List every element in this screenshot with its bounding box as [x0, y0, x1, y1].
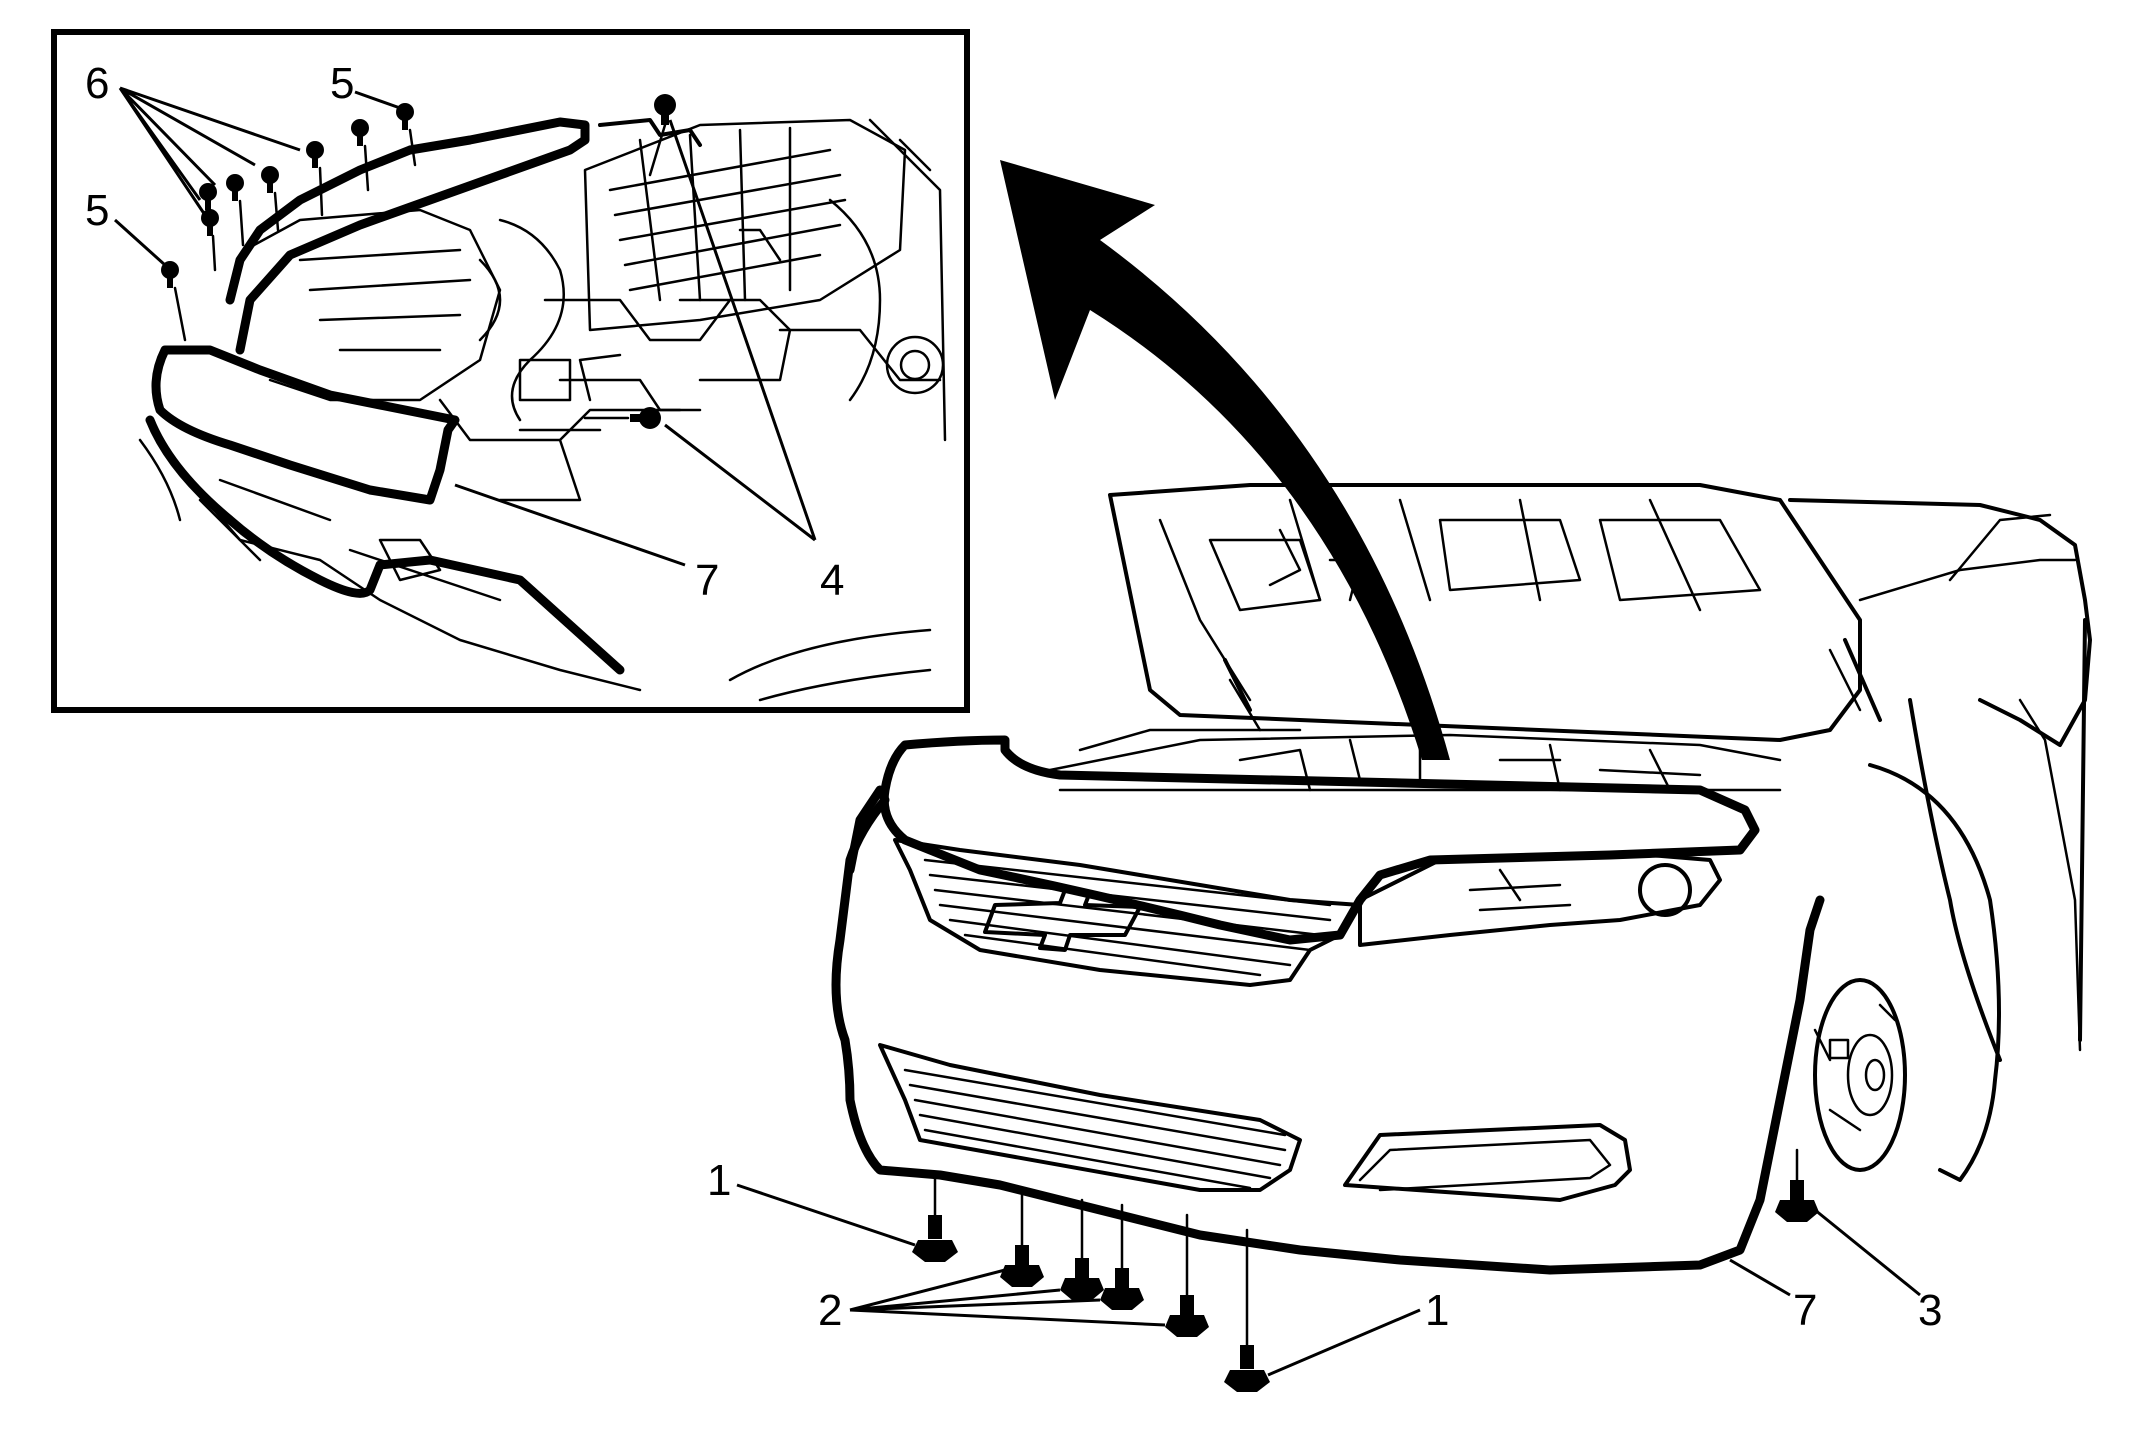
headlamp — [1358, 853, 1722, 947]
main-callout-1-bottom: 1 — [1425, 1286, 1449, 1335]
main-callout-1-left: 1 — [707, 1156, 731, 1205]
inset-callout-7: 7 — [695, 556, 719, 605]
push-pin-retainer-icon — [261, 166, 279, 193]
push-pin-retainer-icon — [396, 103, 414, 130]
inset-callout-4: 4 — [820, 556, 844, 605]
removal-direction-arrow-icon — [1000, 160, 1450, 760]
main-drop-lines — [933, 1148, 1799, 1347]
fog-lamp — [1343, 1123, 1632, 1202]
main-fasteners — [912, 1180, 1819, 1392]
push-pin-retainer-icon — [199, 183, 217, 210]
main-callout-7: 7 — [1793, 1286, 1817, 1335]
bolt-icon — [1224, 1345, 1270, 1392]
push-pin-retainer-icon — [351, 119, 369, 146]
inset-frame — [51, 29, 970, 713]
inset-callouts: 6 5 5 7 4 — [85, 59, 844, 605]
inset-upper-fascia — [151, 345, 460, 505]
vehicle-body — [1048, 483, 2092, 1182]
inset-drop-lines — [173, 123, 667, 420]
wheel-hub — [1813, 978, 1907, 1172]
push-pin-retainer-icon — [306, 141, 324, 168]
inset-fasteners — [161, 94, 676, 429]
inset-callout-5-left: 5 — [85, 186, 109, 235]
bolt-icon — [1775, 1180, 1819, 1222]
bowtie-emblem-icon — [983, 888, 1142, 952]
bolt-icon — [1165, 1295, 1209, 1337]
main-callout-3: 3 — [1918, 1286, 1942, 1335]
main-callout-2: 2 — [818, 1286, 842, 1335]
main-callouts: 1 2 1 7 3 — [707, 1156, 1942, 1377]
push-pin-retainer-icon — [226, 174, 244, 201]
bolt-icon — [912, 1215, 958, 1262]
inset-callout-5-top: 5 — [330, 59, 354, 108]
inset-fascia-top-edge — [225, 117, 590, 355]
push-pin-retainer-icon — [654, 94, 676, 125]
bolt-icon — [1100, 1268, 1144, 1310]
bolt-icon — [1060, 1258, 1104, 1300]
upper-grille — [893, 838, 1362, 987]
bolt-icon — [1000, 1245, 1044, 1287]
front-fascia — [831, 735, 1825, 1275]
push-pin-retainer-icon — [161, 261, 179, 288]
push-pin-retainer-icon — [630, 407, 661, 429]
detail-inset: 6 5 5 7 4 — [51, 29, 970, 713]
lower-grille — [878, 1043, 1302, 1192]
inset-fascia-lower-edge — [145, 415, 625, 675]
inset-callout-6: 6 — [85, 59, 109, 108]
inset-engine-bay — [138, 118, 947, 702]
